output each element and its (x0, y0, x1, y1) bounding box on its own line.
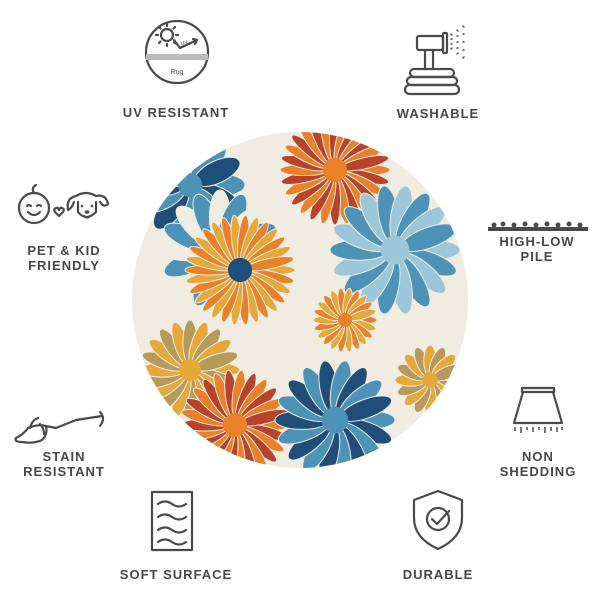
pet-kid-line2: FRIENDLY (28, 258, 100, 273)
non-shedding-line1: NON (522, 449, 554, 464)
rug-flower (312, 287, 378, 353)
hose-spray-icon (403, 25, 465, 96)
washable-label: WASHABLE (396, 106, 480, 121)
non-shedding-line2: SHEDDING (499, 464, 577, 479)
lampshade-fibers-icon (512, 386, 564, 433)
pile-texture-icon (488, 221, 588, 231)
high-low-line1: HIGH-LOW (499, 234, 575, 249)
rug-text: Rug (171, 69, 184, 76)
rug-flower (184, 214, 296, 326)
stain-line2: RESISTANT (23, 464, 105, 479)
rug-flower (394, 344, 466, 416)
uv-resistant-label: UV RESISTANT (122, 105, 230, 120)
sun-uv-rug-icon: UV Rug (144, 19, 210, 85)
high-low-line2: PILE (520, 249, 554, 264)
spilled-wine-glass-icon (14, 410, 105, 444)
shield-check-icon (412, 489, 464, 551)
soft-surface-label: SOFT SURFACE (119, 567, 233, 582)
pet-kid-line1: PET & KID (27, 243, 101, 258)
stain-line1: STAIN (42, 449, 86, 464)
durable-label: DURABLE (402, 567, 474, 582)
rug-flower (329, 185, 461, 315)
uv-text: UV (180, 39, 189, 47)
baby-and-dog-icon (17, 183, 110, 225)
wavy-surface-icon (150, 490, 194, 552)
round-floral-rug-image (132, 132, 468, 468)
